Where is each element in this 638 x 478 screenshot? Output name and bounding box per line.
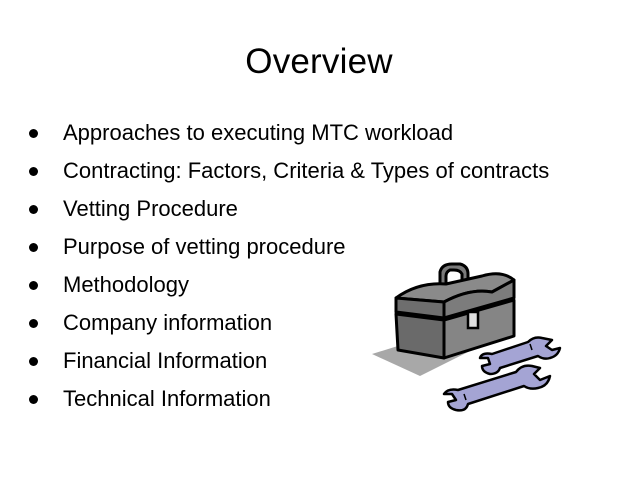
bullet-dot-icon	[29, 166, 38, 176]
bullet-dot-icon	[29, 128, 38, 138]
bullet-text: Vetting Procedure	[63, 196, 238, 221]
bullet-dot-icon	[29, 394, 38, 404]
bullet-dot-icon	[29, 318, 38, 328]
toolbox-with-wrenches-icon	[372, 262, 562, 412]
bullet-dot-icon	[29, 280, 38, 290]
wrench-top-icon	[478, 336, 562, 376]
toolbox-body-front	[394, 312, 446, 360]
bullet-dot-icon	[29, 242, 38, 252]
wrench-bottom-icon	[442, 364, 552, 412]
bullet-item: Company information	[26, 304, 549, 342]
bullet-text: Approaches to executing MTC workload	[63, 120, 454, 145]
bullet-dot-icon	[29, 204, 38, 214]
bullet-dot-icon	[29, 356, 38, 366]
bullet-item: Methodology	[26, 266, 549, 304]
toolbox-lid-side	[442, 278, 516, 320]
bullet-text: Methodology	[63, 272, 189, 297]
bullet-text: Technical Information	[63, 386, 271, 411]
bullet-text: Contracting: Factors, Criteria & Types o…	[63, 158, 550, 183]
bullet-list: Approaches to executing MTC workload Con…	[26, 114, 549, 418]
bullet-item: Vetting Procedure	[26, 190, 549, 228]
bullet-item: Financial Information	[26, 342, 549, 380]
toolbox-latch	[466, 310, 480, 330]
slide-title: Overview	[245, 42, 393, 81]
bullet-item: Approaches to executing MTC workload	[26, 114, 549, 152]
bullet-text: Financial Information	[63, 348, 268, 373]
bullet-item: Contracting: Factors, Criteria & Types o…	[26, 152, 549, 190]
bullet-item: Technical Information	[26, 380, 549, 418]
bullet-item: Purpose of vetting procedure	[26, 228, 549, 266]
bullet-text: Company information	[63, 310, 273, 335]
bullet-text: Purpose of vetting procedure	[63, 234, 346, 259]
